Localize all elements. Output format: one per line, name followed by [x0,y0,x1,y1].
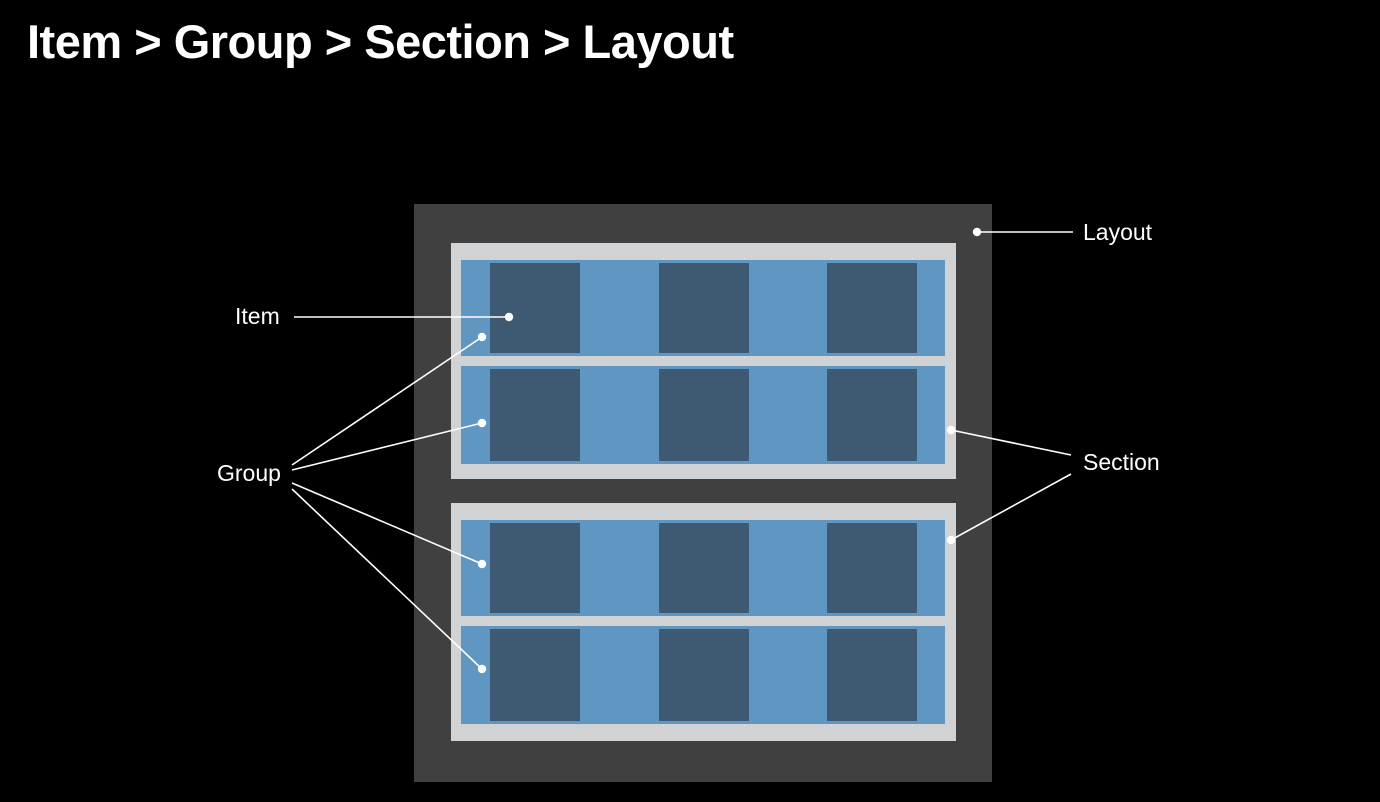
item [659,369,749,461]
callout-label-section: Section [1083,449,1160,475]
item [827,523,917,613]
callout-label-layout: Layout [1083,219,1153,245]
section-2 [451,503,956,741]
item [490,369,580,461]
group-4 [461,626,945,724]
item [827,369,917,461]
item [659,629,749,721]
group-3 [461,520,945,616]
section-1 [451,243,956,479]
callout-label-group: Group [217,460,281,486]
item [659,263,749,353]
item [659,523,749,613]
item [827,263,917,353]
item [490,263,580,353]
callout-label-item: Item [235,303,280,329]
page-title: Item > Group > Section > Layout [27,15,734,68]
item [490,523,580,613]
group-2 [461,366,945,464]
layout-container [414,204,992,782]
item [827,629,917,721]
item [490,629,580,721]
group-1 [461,260,945,356]
